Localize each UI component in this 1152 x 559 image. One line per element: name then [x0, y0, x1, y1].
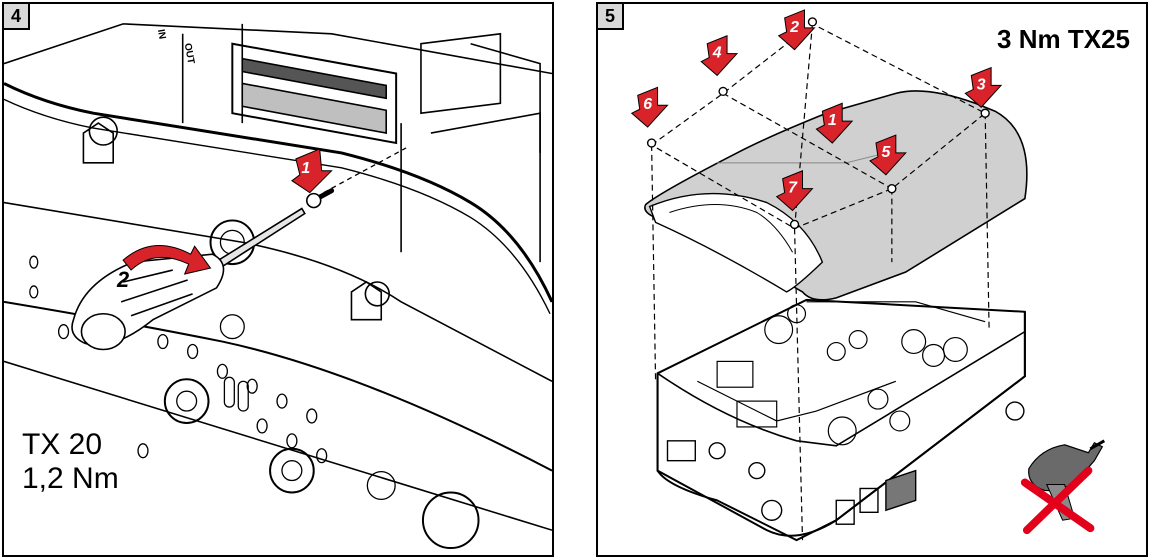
- marker-5: 5: [869, 134, 907, 176]
- marker-4: 4: [700, 35, 739, 77]
- torque-spec: 3 Nm TX25: [997, 24, 1130, 54]
- housing-cover: [644, 90, 1028, 301]
- bit-size: TX 20: [22, 428, 103, 461]
- step-number: 4: [4, 4, 30, 30]
- inverter-housing-illustration: 1 2 IN OUT: [4, 23, 552, 550]
- marker-6: 6: [630, 86, 669, 128]
- screwdriver-icon: [71, 207, 306, 351]
- marker-7: 7: [775, 170, 814, 212]
- marker-2: 2: [777, 9, 816, 51]
- marker-2-label: 2: [789, 19, 799, 36]
- marker-5-label: 5: [881, 144, 891, 161]
- marker-1-label: 1: [301, 160, 310, 177]
- marker-1: 1: [815, 102, 854, 144]
- step-4-panel: 4: [2, 2, 554, 557]
- marker-3: 3: [964, 66, 1003, 108]
- marker-2-label: 2: [116, 267, 129, 292]
- svg-text:OUT: OUT: [182, 42, 196, 65]
- step-5-panel: 5 3 Nm TX25: [596, 2, 1148, 557]
- marker-3-label: 3: [977, 76, 986, 93]
- svg-text:IN: IN: [155, 28, 168, 40]
- screw-icon: [305, 188, 335, 209]
- marker-7-label: 7: [788, 180, 798, 197]
- step-number: 5: [598, 4, 624, 30]
- marker-6-label: 6: [643, 96, 652, 113]
- prohibited-cross-icon: [1020, 466, 1095, 535]
- marker-4-label: 4: [712, 45, 722, 62]
- marker-1-label: 1: [828, 112, 837, 129]
- marker-1: 1: [291, 148, 333, 194]
- marker-2: 2: [116, 267, 129, 292]
- cover-assembly-illustration: 1 2 3 4 5 6 7: [630, 9, 1106, 542]
- rotate-arrow-icon: [122, 245, 212, 275]
- screw-icon: [646, 17, 990, 230]
- torque-value: 1,2 Nm: [22, 462, 119, 495]
